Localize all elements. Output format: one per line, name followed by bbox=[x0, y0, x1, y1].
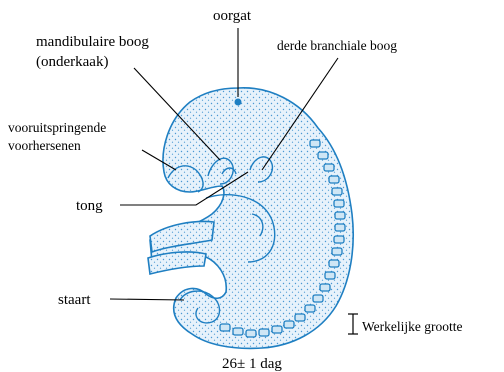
label-age: 26± 1 dag bbox=[222, 356, 282, 372]
label-forebrain-1: vooruitspringende bbox=[8, 120, 106, 135]
label-mandibular-1: mandibulaire boog bbox=[36, 34, 149, 50]
embryo-body bbox=[150, 88, 353, 349]
label-third-arch: derde branchiale boog bbox=[277, 38, 397, 53]
label-oorgat: oorgat bbox=[213, 8, 252, 24]
leader-staart bbox=[110, 299, 184, 300]
scale-bar bbox=[348, 314, 358, 334]
label-tong: tong bbox=[76, 198, 103, 214]
ear-pit bbox=[235, 99, 242, 106]
label-staart: staart bbox=[58, 292, 91, 308]
limb-bud-lower bbox=[148, 252, 206, 274]
embryo-illustration bbox=[148, 88, 353, 349]
label-mandibular-2: (onderkaak) bbox=[36, 54, 108, 70]
label-scale: Werkelijke grootte bbox=[362, 319, 463, 334]
label-forebrain-2: voorhersenen bbox=[8, 138, 81, 153]
